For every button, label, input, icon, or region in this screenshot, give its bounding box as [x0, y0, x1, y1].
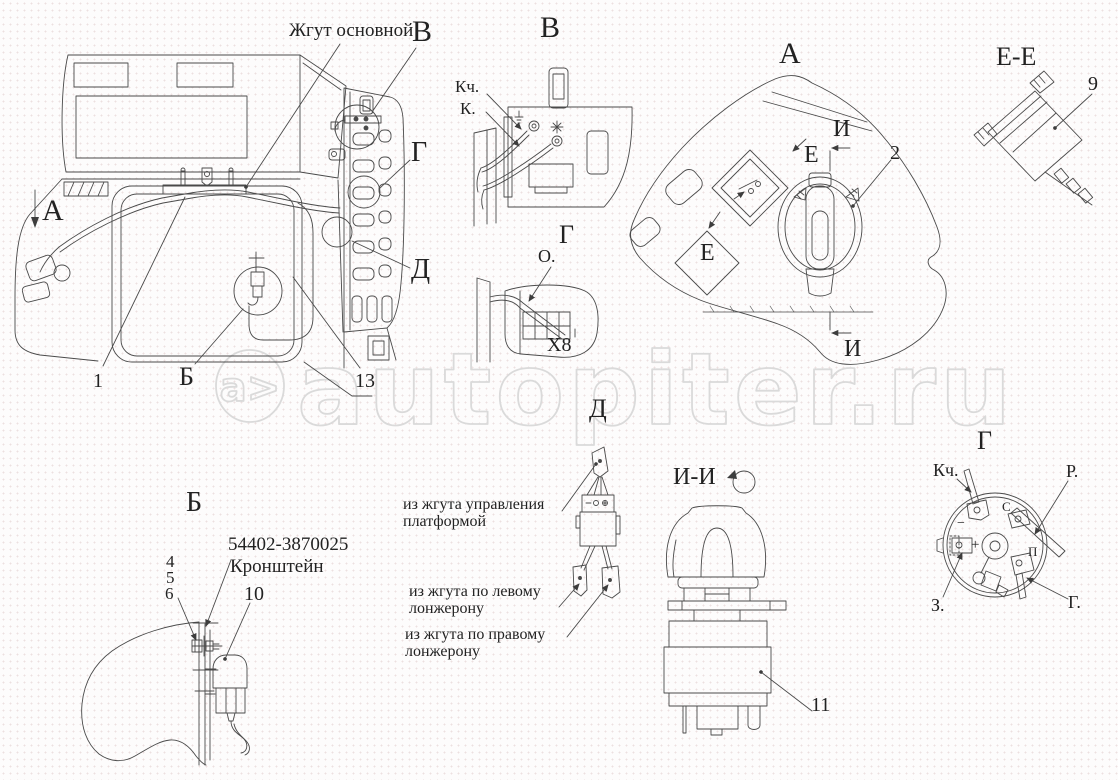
- section-i-lower-label: И: [844, 336, 862, 362]
- callout-v: В: [412, 15, 433, 48]
- leader-callout-g: [379, 159, 411, 189]
- label-kch-bottom: Кч.: [933, 460, 959, 480]
- leader-callout-2: [851, 159, 892, 208]
- switch-symbol-icon: [733, 179, 761, 200]
- leader-harness-label: [244, 43, 341, 189]
- section-e-lower-arrow: [708, 211, 721, 229]
- callout-2: 2: [890, 142, 900, 164]
- label-o: О.: [538, 246, 556, 266]
- view-ee-title: Е-Е: [996, 42, 1037, 71]
- view-b-drawing: [81, 559, 251, 766]
- view-ii-title: И-И: [673, 464, 716, 490]
- leader-callout-11: [759, 670, 813, 712]
- callout-b: Б: [179, 362, 194, 391]
- label-k: К.: [460, 99, 476, 118]
- view-a-drawing: [629, 75, 947, 365]
- label-platform-harness: из жгута управления платформой: [403, 496, 545, 530]
- section-e-upper-label: Е: [804, 142, 819, 168]
- part-name: Кронштейн: [230, 556, 324, 577]
- pointer-flag-icons: [793, 187, 860, 202]
- view-ee-drawing: [973, 70, 1094, 206]
- harness-main-label: Жгут основной: [289, 20, 414, 41]
- watermark-text: autopiter.ru: [297, 331, 1015, 448]
- label-z: З.: [931, 595, 945, 615]
- callout-1: 1: [93, 370, 103, 392]
- label-g: Г.: [1068, 592, 1081, 612]
- callout-13: 13: [355, 370, 375, 392]
- leader-z: [942, 552, 963, 598]
- view-g-top-drawing: [476, 266, 599, 363]
- view-v-drawing: [473, 67, 633, 227]
- leader-right-rail: [566, 584, 609, 638]
- leader-g: [1026, 577, 1069, 600]
- view-d-title: Д: [589, 394, 607, 423]
- callout-g: Г: [411, 137, 428, 168]
- section-e-lower-label: Е: [700, 240, 715, 266]
- callout-d: Д: [411, 254, 431, 285]
- leader-k: [485, 111, 520, 147]
- view-direction-label: А: [42, 194, 64, 227]
- terminal-p: П: [1028, 544, 1038, 559]
- leader-callout-v: [371, 47, 417, 113]
- leader-o: [528, 266, 552, 302]
- terminal-plus: +: [971, 537, 980, 553]
- view-g-top-title: Г: [559, 220, 575, 249]
- view-a-title: А: [779, 37, 801, 70]
- label-r: Р.: [1066, 461, 1079, 481]
- label-right-rail-harness: из жгута по правому лонжерону: [405, 626, 546, 660]
- callout-4: 4: [166, 552, 175, 571]
- callout-10: 10: [244, 583, 264, 605]
- lamp-symbol-icon: [550, 120, 564, 134]
- callout-9: 9: [1088, 73, 1098, 95]
- label-x8: Х8: [547, 334, 572, 356]
- leader-kch-bottom: [956, 478, 972, 493]
- leader-part-number: [205, 559, 232, 627]
- terminal-minus: −: [957, 516, 965, 531]
- leader-callout-13: [292, 276, 361, 369]
- section-i-lower-marker: [829, 311, 852, 337]
- view-d-drawing: [558, 446, 621, 638]
- part-number: 54402-3870025: [228, 534, 349, 555]
- rotation-symbol-icon: [727, 470, 756, 494]
- leader-left-rail: [558, 583, 580, 608]
- watermark-logo-text: a>: [220, 365, 281, 411]
- view-b-title: Б: [186, 487, 203, 518]
- leader-r: [1034, 480, 1069, 535]
- leader-platform: [561, 462, 598, 512]
- watermark-logo: a> autopiter.ru: [215, 330, 1015, 449]
- callout-6: 6: [165, 584, 174, 603]
- view-ii-drawing: [663, 470, 813, 736]
- terminal-s: С: [1002, 499, 1011, 514]
- ground-symbol-icon: [514, 110, 524, 124]
- leader-callout-d: [351, 240, 411, 269]
- leader-callouts-456: [177, 597, 197, 641]
- section-i-upper-label: И: [833, 116, 851, 142]
- view-v-title: В: [540, 11, 561, 44]
- leader-kch: [486, 93, 522, 130]
- callout-5: 5: [166, 568, 175, 587]
- view-direction-arrow: [31, 189, 39, 228]
- section-e-upper-arrow: [792, 138, 807, 152]
- label-left-rail-harness: из жгута по левому лонжерону: [409, 583, 541, 617]
- leader-callout-9: [1053, 93, 1093, 130]
- leader-callout-1: [102, 196, 186, 367]
- callout-11: 11: [811, 694, 831, 716]
- leader-callout-10: [223, 602, 251, 661]
- view-g-bottom-title: Г: [977, 426, 993, 455]
- section-i-upper-marker: [829, 144, 851, 172]
- view-g-bottom-drawing: [936, 468, 1069, 600]
- leader-callout-b: [194, 308, 244, 365]
- main-view-drawing: [14, 43, 417, 397]
- label-kch: Кч.: [455, 77, 480, 96]
